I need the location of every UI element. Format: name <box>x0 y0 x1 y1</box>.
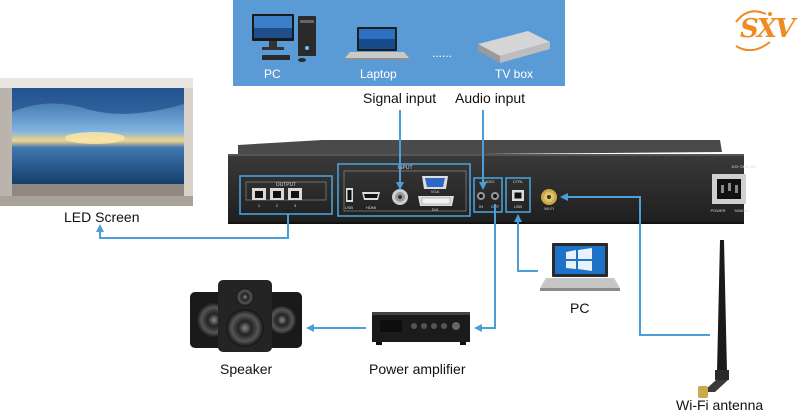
ctrl-usb-label: USB <box>514 204 523 209</box>
output-port-2-label: 2 <box>276 203 279 208</box>
source-label-pc: PC <box>264 67 281 81</box>
audio-in-label: IN <box>479 204 483 209</box>
source-label-laptop: Laptop <box>360 67 397 81</box>
input-label: INPUT <box>398 165 413 171</box>
signal-input-label: Signal input <box>363 90 437 106</box>
speaker-label: Speaker <box>220 361 273 377</box>
usb-input-port <box>346 188 353 202</box>
source-label-tv-box: TV box <box>495 67 534 81</box>
output-to-led-line <box>96 214 289 239</box>
rj45-port-1 <box>252 188 266 200</box>
dvi-label: DVI <box>432 207 439 212</box>
rj45-port-2 <box>270 188 284 200</box>
wifi-antenna-image <box>698 240 729 398</box>
ctrl-usb-b-port <box>512 190 524 201</box>
ctrl-section: CTRL USB <box>505 177 531 213</box>
audio-out-jack <box>491 192 499 200</box>
logo-text: SXV <box>740 14 795 44</box>
control-pc-laptop-icon <box>540 243 620 291</box>
wifi-antenna-label: Wi-Fi antenna <box>676 397 764 413</box>
ctrl-label: CTRL <box>513 179 524 184</box>
laptop-icon <box>345 27 409 60</box>
pc-to-ctrl-line <box>514 214 538 272</box>
audio-in-jack <box>477 192 485 200</box>
usb-label: USB <box>345 205 354 210</box>
tv-box-icon <box>478 31 550 63</box>
pc-label: PC <box>570 300 590 316</box>
audio-input-label: Audio input <box>455 90 526 106</box>
speaker-image <box>190 280 302 352</box>
power-section: 100~240V AC POWER 50/60Hz <box>710 164 756 213</box>
hdmi-label: HDMI <box>366 205 376 210</box>
input-section: INPUT USB HDMI VGA DVI <box>337 163 471 217</box>
hdmi-port <box>362 192 380 200</box>
rj45-port-3 <box>288 188 302 200</box>
wifi-connector: WI-FI <box>541 189 557 211</box>
power-amplifier-label: Power amplifier <box>369 361 466 377</box>
sdi-bnc-port <box>392 189 408 205</box>
output-section: OUTPUT 1 2 3 <box>239 175 333 215</box>
power-amplifier-image <box>372 312 470 345</box>
antenna-to-wifi-line <box>560 193 710 336</box>
output-port-1-label: 1 <box>258 203 261 208</box>
frequency-label: 50/60Hz <box>735 208 750 213</box>
audio-out-to-amplifier-line <box>474 204 496 332</box>
power-label: POWER <box>710 208 725 213</box>
output-label: OUTPUT <box>276 182 297 188</box>
connection-lines <box>96 110 710 336</box>
output-port-3-label: 3 <box>294 203 297 208</box>
vga-label: VGA <box>431 189 440 194</box>
wifi-port-label: WI-FI <box>544 206 554 211</box>
desktop-pc-icon <box>252 14 316 62</box>
vga-port <box>422 176 448 189</box>
dvi-port <box>418 196 454 206</box>
led-screen-label: LED Screen <box>64 209 140 225</box>
led-screen-image <box>0 78 193 206</box>
power-rating-label: 100~240V AC <box>731 164 756 169</box>
source-label-ellipsis: ...... <box>432 46 453 60</box>
audio-label: AUDIO <box>482 179 495 184</box>
sxv-logo <box>735 10 772 52</box>
